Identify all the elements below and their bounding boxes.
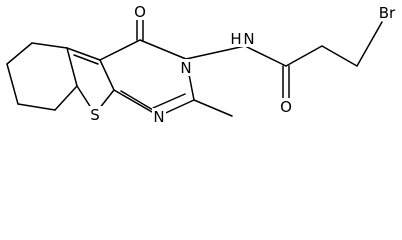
bond xyxy=(120,90,154,111)
bond xyxy=(17,103,56,111)
amide-nh-hydrogen-label: H xyxy=(230,30,241,48)
bond xyxy=(139,39,187,60)
amide-c-n-bond xyxy=(244,45,287,67)
bond xyxy=(6,42,33,65)
thiophene-sulfur-label: S xyxy=(90,106,100,124)
ring-nitrogen-n1-label: N xyxy=(153,108,164,126)
bond xyxy=(6,63,19,105)
atom-labels: O N N S H N O Br xyxy=(88,3,398,126)
bond xyxy=(66,47,78,87)
substituent-bonds xyxy=(136,17,383,117)
pyrimidinone-ring xyxy=(99,39,195,117)
bond xyxy=(66,47,101,61)
amide-nitrogen-label: N xyxy=(243,30,254,48)
bond xyxy=(99,39,141,61)
bond xyxy=(99,59,115,91)
bond xyxy=(113,89,160,117)
bond xyxy=(31,42,68,49)
bromine-label: Br xyxy=(379,4,396,22)
carbonyl-oxygen-label: O xyxy=(134,3,146,21)
bond xyxy=(54,85,78,111)
chain-bond xyxy=(321,45,358,67)
ring-nitrogen-n3-label: N xyxy=(180,59,191,77)
cyclohexane-ring xyxy=(6,42,78,111)
c-br-bond xyxy=(356,21,383,67)
bond xyxy=(73,54,99,65)
amide-oxygen-label: O xyxy=(280,98,292,116)
molecule-structure-diagram: O N N S H N O Br xyxy=(6,3,398,126)
methyl-bond xyxy=(193,99,233,117)
n-n-bond xyxy=(185,45,246,60)
bond xyxy=(152,93,186,109)
chain-bond xyxy=(285,45,323,67)
thiophene-ring xyxy=(66,47,115,115)
